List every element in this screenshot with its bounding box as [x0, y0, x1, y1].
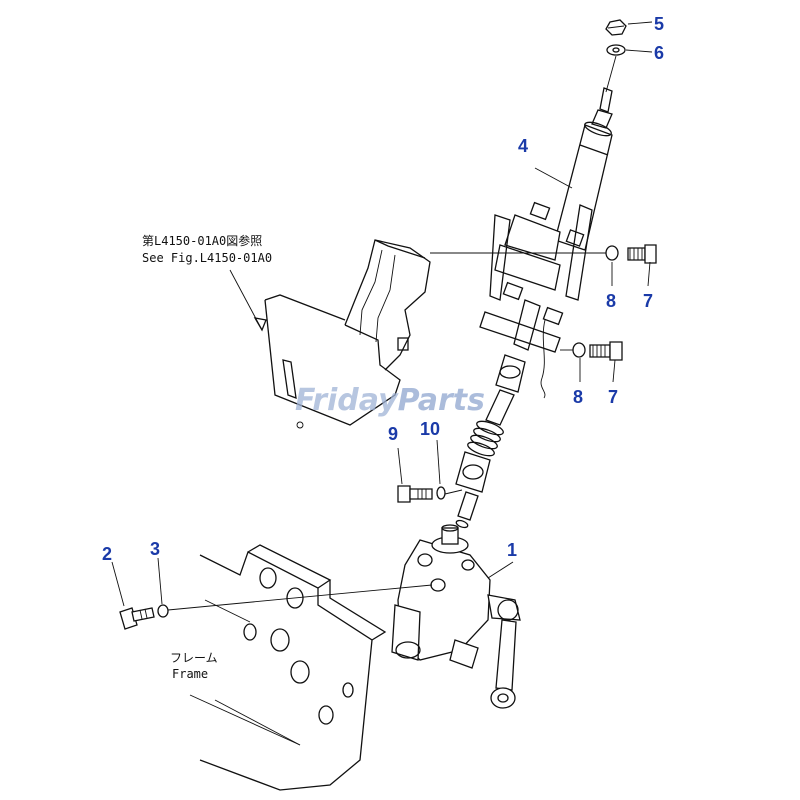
- reference-note-en: See Fig.L4150-01A0: [142, 251, 272, 265]
- svg-text:FridayParts: FridayParts: [295, 383, 485, 418]
- nut-5: [605, 19, 627, 36]
- watermark-part2: Parts: [398, 383, 485, 418]
- reference-note-jp: 第L4150-01A0図参照: [142, 233, 262, 248]
- callout-8-upper: 8: [606, 291, 616, 311]
- callout-6: 6: [654, 43, 664, 63]
- steering-gearbox: [391, 524, 521, 709]
- frame-label-en: Frame: [172, 667, 208, 681]
- callout-10: 10: [420, 419, 440, 439]
- bolt-7-lower: [589, 341, 623, 361]
- callout-7-lower: 7: [608, 387, 618, 407]
- watermark-part1: Friday: [295, 383, 399, 418]
- callout-7-upper: 7: [643, 291, 653, 311]
- callout-5: 5: [654, 14, 664, 34]
- washer-8-lower: [572, 342, 586, 358]
- watermark-logo: FridayParts: [295, 383, 485, 418]
- bolt-2: [119, 607, 155, 630]
- shaft-bellows: [467, 420, 504, 457]
- callout-9: 9: [388, 424, 398, 444]
- frame-label-jp: フレーム: [170, 651, 218, 665]
- bolt-7-upper: [627, 244, 657, 264]
- steering-column: [455, 87, 613, 529]
- callout-4: 4: [518, 136, 528, 156]
- cover-plate: [264, 239, 431, 429]
- washer-10: [436, 486, 446, 500]
- frame-plate: [199, 544, 387, 791]
- washer-3: [157, 604, 169, 618]
- washer-8-upper: [605, 245, 619, 261]
- callout-2: 2: [102, 544, 112, 564]
- washer-6: [606, 44, 626, 56]
- callout-1: 1: [507, 540, 517, 560]
- bolt-9: [397, 485, 433, 503]
- callout-8-lower: 8: [573, 387, 583, 407]
- callout-3: 3: [150, 539, 160, 559]
- leader-lines: [111, 21, 653, 746]
